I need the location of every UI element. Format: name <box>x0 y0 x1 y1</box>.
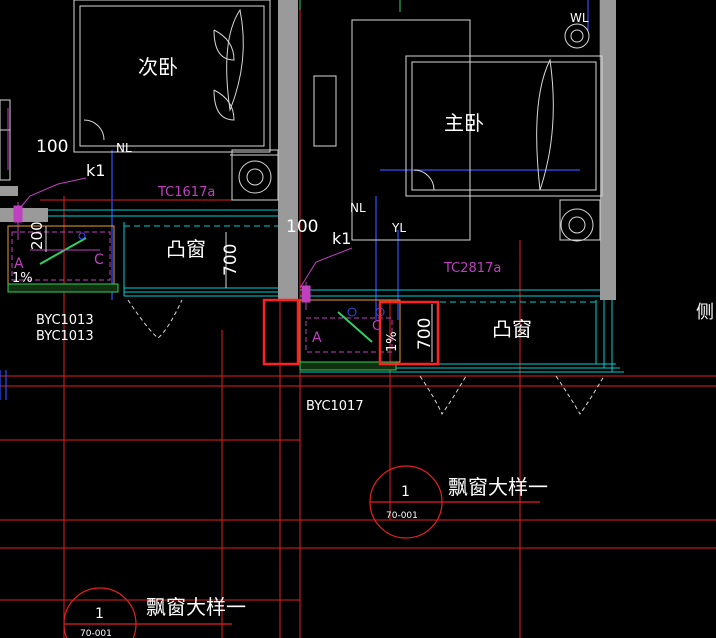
tag-nl-right: NL <box>350 201 366 215</box>
byc-label-left-1: BYC1013 <box>36 313 94 328</box>
tag-k1-right: k1 <box>332 229 351 248</box>
leader-lines <box>7 108 353 310</box>
bay-window-label-left: 凸窗 <box>166 237 206 261</box>
room-outlines <box>0 0 603 242</box>
byc-label-left-2: BYC1013 <box>36 329 94 344</box>
callout-title-left: 飘窗大样一 <box>146 595 246 619</box>
highlight-boxes <box>262 298 440 366</box>
dimension-700-right: 700 <box>415 318 435 350</box>
slope-pct-left: 1% <box>12 271 33 286</box>
callout-sheet-left: 70-001 <box>80 629 112 638</box>
tag-k1-left: k1 <box>86 161 105 180</box>
callout-title-right: 飘窗大样一 <box>448 475 548 499</box>
letter-a-left: A <box>14 256 24 272</box>
window-tag-tc2817: TC2817a <box>443 261 501 276</box>
letter-a-right: A <box>312 330 322 346</box>
bay-window-label-right: 凸窗 <box>492 317 532 341</box>
green-ticks <box>299 0 401 12</box>
byc-label-right: BYC1017 <box>306 399 364 414</box>
room-label-master-bedroom: 主卧 <box>444 111 484 135</box>
callout-number-right: 1 <box>401 484 410 500</box>
edge-label: 侧 <box>696 302 714 323</box>
tag-wl: WL <box>570 11 589 25</box>
bay-box-right <box>299 299 401 371</box>
highlight-box-left <box>262 298 300 366</box>
callout-sheet-right: 70-001 <box>386 511 418 521</box>
window-lines <box>48 209 624 373</box>
dimension-700-left: 700 <box>221 244 241 276</box>
walls <box>0 0 616 300</box>
letter-c-left: C <box>94 252 104 268</box>
room-label-secondary-bedroom: 次卧 <box>138 55 178 79</box>
window-swings <box>127 299 605 416</box>
tag-nl-left: NL <box>116 141 132 155</box>
callout-number-left: 1 <box>95 606 104 622</box>
bay-box-left <box>7 225 119 293</box>
callout-circles <box>63 465 540 638</box>
slope-pct-right: 1% <box>385 331 400 352</box>
dimension-100-left: 100 <box>36 137 68 157</box>
window-tag-tc1617: TC1617a <box>157 185 215 200</box>
highlight-box-right <box>378 300 440 366</box>
drawing-texts: 次卧 主卧 凸窗 凸窗 100 100 200 700 700 NL NL YL… <box>12 11 714 638</box>
dimension-100-right: 100 <box>286 217 318 237</box>
tag-yl: YL <box>391 221 406 235</box>
dimension-lines <box>45 226 433 362</box>
letter-c-right: C <box>372 319 381 334</box>
dimension-200: 200 <box>28 221 46 250</box>
